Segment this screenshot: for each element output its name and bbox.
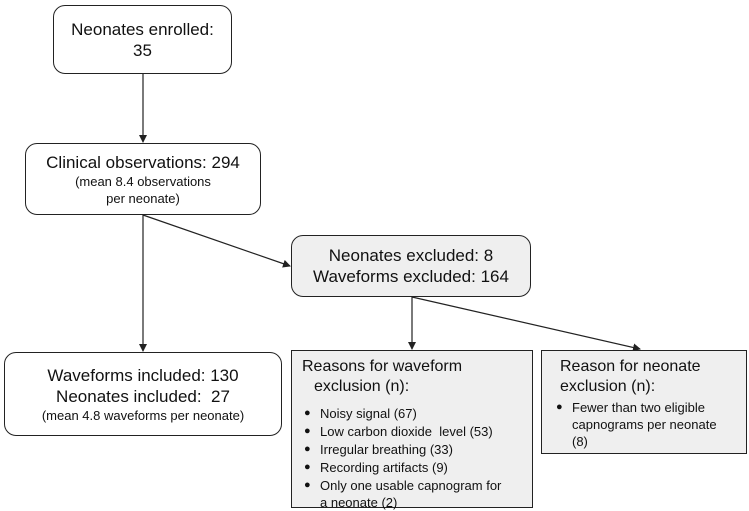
neonate-exclusion-reasons-box: Reason for neonate exclusion (n): ●Fewer… — [541, 350, 747, 454]
bullet-icon: ● — [556, 401, 563, 413]
list-item: ●Irregular breathing (33) — [304, 442, 453, 457]
neonates-included-label: Neonates included: 27 — [56, 386, 230, 406]
waveform-exclusion-reasons-box: Reasons for waveform exclusion (n): ●Noi… — [291, 350, 533, 511]
clinical-observations-label: Clinical observations: 294 — [46, 152, 240, 172]
bullet-icon: ● — [304, 425, 311, 437]
list-item: ●Recording artifacts (9) — [304, 460, 448, 475]
neonates-excluded-label: Neonates excluded: 8 — [328, 246, 494, 265]
clinical-mean-line2: per neonate) — [106, 190, 180, 206]
enrolled-label: Neonates enrolled: — [71, 19, 214, 39]
included-mean-label: (mean 4.8 waveforms per neonate) — [41, 407, 245, 423]
neonates-enrolled-box: Neonates enrolled: 35 — [53, 5, 232, 74]
neonate-reasons-title-line1: Reason for neonate — [560, 358, 701, 375]
excluded-box: Neonates excluded: 8 Waveforms excluded:… — [291, 235, 531, 297]
waveform-reasons-title-line2: exclusion (n): — [314, 378, 410, 395]
bullet-icon: ● — [304, 479, 311, 491]
bullet-icon: ● — [304, 461, 311, 473]
bullet-icon: ● — [304, 407, 311, 419]
waveforms-included-label: Waveforms included: 130 — [47, 365, 239, 385]
bullet-icon: ● — [304, 443, 311, 455]
arrow-excluded-to-neonate-reasons — [411, 296, 641, 352]
list-item: ●Low carbon dioxide level (53) — [304, 424, 493, 439]
neonate-reasons-title-line2: exclusion (n): — [560, 378, 656, 395]
clinical-observations-box: Clinical observations: 294 (mean 8.4 obs… — [25, 143, 261, 215]
clinical-mean-line1: (mean 8.4 observations — [75, 173, 211, 189]
waveforms-excluded-label: Waveforms excluded: 164 — [313, 267, 509, 286]
list-item: ●Noisy signal (67) — [304, 406, 417, 421]
waveform-reasons-list: ●Noisy signal (67) ●Low carbon dioxide l… — [302, 405, 524, 511]
included-box: Waveforms included: 130 Neonates include… — [4, 352, 282, 436]
arrow-clinical-to-excluded — [142, 214, 291, 268]
waveform-reasons-title-line1: Reasons for waveform — [302, 358, 463, 375]
enrolled-count: 35 — [133, 40, 152, 60]
